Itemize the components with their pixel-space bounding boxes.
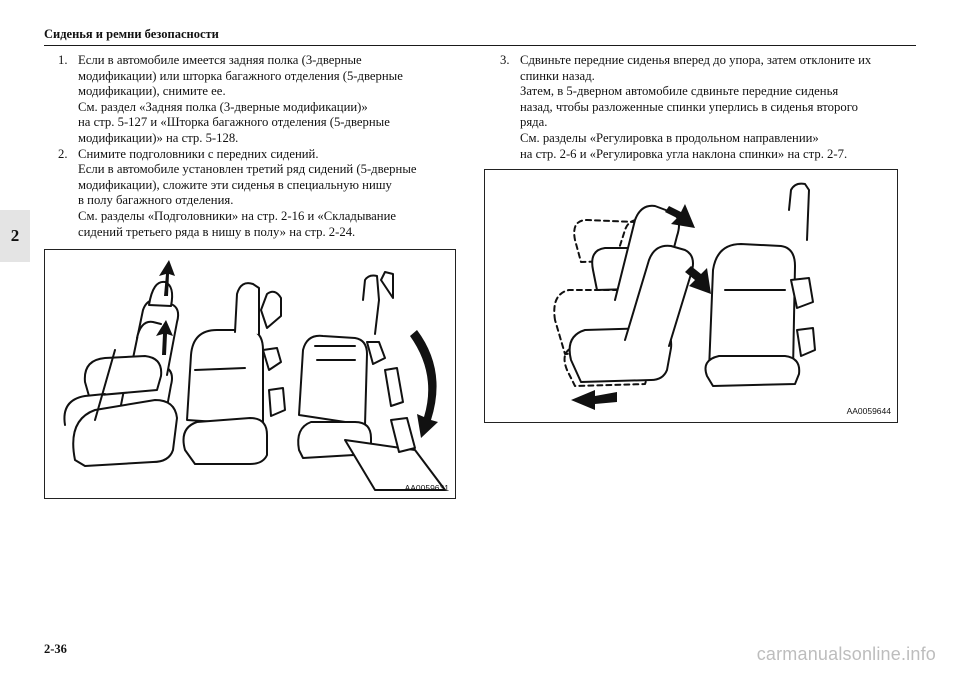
recline-arrows (665, 204, 711, 294)
figure-seat-preparation: AA0059631 (44, 249, 456, 499)
rear-bench-drawing (182, 282, 286, 465)
headrest-arrows (156, 260, 175, 355)
seat-illustration (63, 260, 446, 491)
step-line: на стр. 5-127 и «Шторка багажного отделе… (78, 115, 390, 130)
rear-seat-drawing (704, 182, 816, 387)
step-line: См. разделы «Регулировка в продольном на… (520, 130, 819, 145)
slide-forward-arrow (571, 390, 617, 410)
front-seat-drawing (568, 204, 694, 383)
step-line: модификации) или шторка багажного отделе… (78, 68, 403, 83)
seat-slide-illustration (553, 182, 816, 410)
step-number: 2. (58, 146, 68, 161)
step-1: 1. Если в автомобиле имеется задняя полк… (58, 53, 458, 147)
step-line: модификации)» на стр. 5-128. (78, 130, 239, 145)
step-text: Сдвиньте передние сиденья вперед до упор… (520, 53, 916, 162)
step-line: Затем, в 5-дверном автомобиле сдвиньте п… (520, 84, 839, 99)
front-seats-drawing (63, 280, 180, 467)
figure-code: AA0059631 (404, 483, 449, 493)
step-line: спинки назад. (520, 68, 595, 83)
right-column: 3. Сдвиньте передние сиденья вперед до у… (500, 53, 916, 162)
step-number: 3. (500, 53, 510, 67)
step-text: Если в автомобиле имеется задняя полка (… (78, 53, 458, 147)
page-number: 2-36 (44, 642, 67, 656)
watermark: carmanualsonline.info (756, 644, 936, 664)
step-line: назад, чтобы разложенные спинки уперлись… (520, 99, 858, 114)
step-line: модификации), сложите эти сиденья в спец… (78, 177, 392, 192)
step-text: Снимите подголовники с передних сидений.… (78, 147, 458, 241)
step-line: Снимите подголовники с передних сидений. (78, 146, 319, 161)
step-line: Если в автомобиле имеется задняя полка (… (78, 53, 362, 67)
step-line: ряда. (520, 115, 548, 130)
section-tab: 2 (0, 210, 30, 262)
step-line: сидений третьего ряда в нишу в полу» на … (78, 224, 356, 239)
step-3: 3. Сдвиньте передние сиденья вперед до у… (500, 53, 916, 162)
step-number: 1. (58, 53, 68, 67)
left-column: 1. Если в автомобиле имеется задняя полк… (58, 53, 458, 240)
step-line: на стр. 2-6 и «Регулировка угла наклона … (520, 146, 848, 161)
step-line: модификации), снимите ее. (78, 84, 226, 99)
step-line: См. разделы «Подголовники» на стр. 2-16 … (78, 208, 397, 223)
step-2: 2. Снимите подголовники с передних сиден… (58, 147, 458, 241)
step-line: Сдвиньте передние сиденья вперед до упор… (520, 53, 872, 67)
fold-arrow (410, 330, 438, 438)
third-row-drawing (297, 271, 446, 491)
figure-seat-slide: AA0059644 (484, 169, 898, 423)
running-header: Сиденья и ремни безопасности (44, 27, 219, 41)
step-line: См. раздел «Задняя полка (3-дверные моди… (78, 99, 368, 114)
header-rule (44, 45, 916, 46)
step-line: в полу багажного отделения. (78, 193, 234, 208)
step-line: Если в автомобиле установлен третий ряд … (78, 162, 417, 177)
figure-code: AA0059644 (846, 406, 891, 416)
